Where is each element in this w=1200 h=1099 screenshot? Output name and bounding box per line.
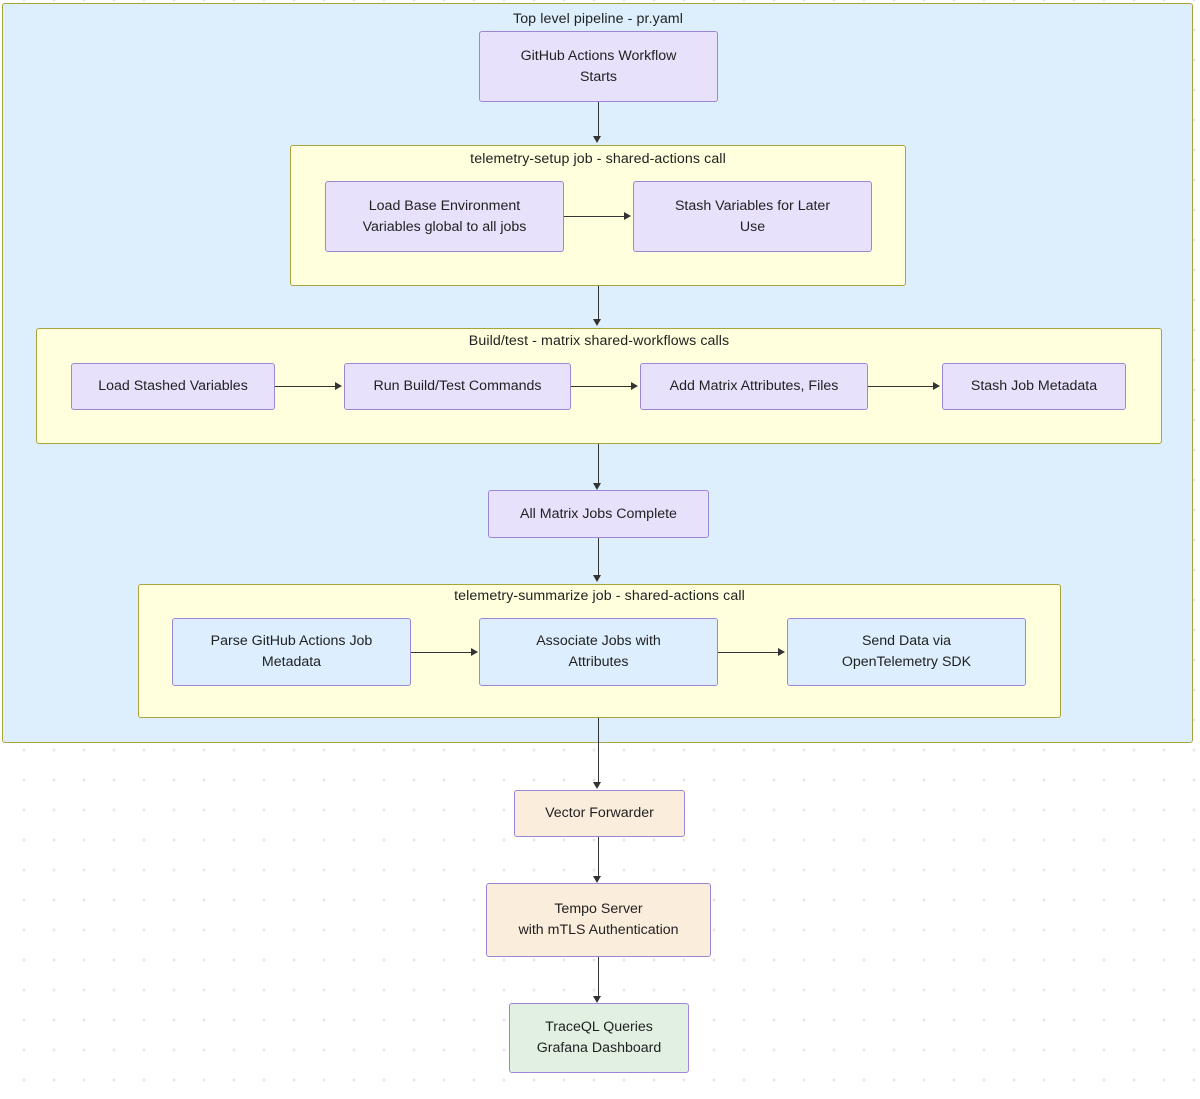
arrowhead-add-matrix-to-stash-job (933, 382, 940, 390)
send-data-otel-line1: Send Data via (861, 633, 952, 650)
arrowhead-telemetry-summarize-to-vector-forwarder (593, 782, 601, 789)
stash-job-metadata-line1: Stash Job Metadata (970, 378, 1098, 395)
edge-associate-to-send-data (718, 652, 779, 654)
node-traceql-queries-grafana-dashboard[interactable]: TraceQL Queries Grafana Dashboard (509, 1003, 689, 1073)
node-tempo-server[interactable]: Tempo Server with mTLS Authentication (486, 883, 711, 957)
node-parse-github-actions-job-metadata[interactable]: Parse GitHub Actions Job Metadata (172, 618, 411, 686)
add-matrix-attrs-line1: Add Matrix Attributes, Files (669, 378, 839, 395)
edge-parse-to-associate (411, 652, 472, 654)
subgraph-label-build-test-matrix: Build/test - matrix shared-workflows cal… (468, 333, 730, 349)
edge-load-stashed-to-run-build (275, 386, 336, 388)
subgraph-label-telemetry-summarize-job: telemetry-summarize job - shared-actions… (454, 588, 745, 604)
edge-telemetry-setup-to-build-test (597, 286, 599, 320)
stash-vars-line2: Use (739, 218, 766, 235)
edge-tempo-server-to-traceql-grafana (597, 957, 599, 997)
workflow-start-line2: Starts (579, 68, 618, 85)
arrowhead-run-build-to-add-matrix (631, 382, 638, 390)
node-all-matrix-jobs-complete[interactable]: All Matrix Jobs Complete (488, 490, 709, 538)
edge-telemetry-summarize-to-vector-forwarder (597, 718, 599, 783)
node-add-matrix-attributes-files[interactable]: Add Matrix Attributes, Files (640, 363, 868, 410)
arrowhead-all-matrix-complete-to-telemetry-summarize (593, 575, 601, 582)
tempo-server-line2: with mTLS Authentication (518, 922, 679, 938)
send-data-otel-line2: OpenTelemetry SDK (841, 654, 972, 670)
load-stashed-vars-line1: Load Stashed Variables (98, 378, 248, 395)
edge-build-test-to-all-matrix-complete (597, 444, 599, 484)
arrowhead-start-to-telemetry-setup (593, 136, 601, 143)
node-stash-variables-for-later-use[interactable]: Stash Variables for Later Use (633, 181, 872, 252)
edge-all-matrix-complete-to-telemetry-summarize (597, 538, 599, 576)
load-base-env-line2: Variables global to all jobs (362, 218, 527, 235)
vector-forwarder-line1: Vector Forwarder (545, 805, 654, 822)
node-stash-job-metadata[interactable]: Stash Job Metadata (942, 363, 1126, 410)
node-run-build-test-commands[interactable]: Run Build/Test Commands (344, 363, 571, 410)
tempo-server-line1: Tempo Server (554, 901, 643, 918)
arrowhead-parse-to-associate (471, 648, 478, 656)
workflow-start-line1: GitHub Actions Workflow (520, 47, 677, 64)
load-base-env-line1: Load Base Environment (368, 197, 521, 214)
parse-job-metadata-line2: Metadata (261, 654, 322, 670)
edge-vector-forwarder-to-tempo-server (597, 837, 599, 877)
traceql-grafana-line1: TraceQL Queries (545, 1019, 653, 1036)
arrowhead-load-base-env-to-stash-vars (624, 212, 631, 220)
traceql-grafana-line2: Grafana Dashboard (536, 1040, 662, 1056)
run-build-test-line1: Run Build/Test Commands (373, 378, 542, 395)
node-load-stashed-variables[interactable]: Load Stashed Variables (71, 363, 275, 410)
arrowhead-associate-to-send-data (778, 648, 785, 656)
arrowhead-tempo-server-to-traceql-grafana (593, 996, 601, 1003)
node-load-base-environment-variables[interactable]: Load Base Environment Variables global t… (325, 181, 564, 252)
edge-start-to-telemetry-setup (597, 102, 599, 137)
edge-run-build-to-add-matrix (571, 386, 632, 388)
associate-jobs-line2: Attributes (568, 654, 629, 670)
node-send-data-via-opentelemetry-sdk[interactable]: Send Data via OpenTelemetry SDK (787, 618, 1026, 686)
arrowhead-build-test-to-all-matrix-complete (593, 483, 601, 490)
all-matrix-complete-line1: All Matrix Jobs Complete (520, 505, 677, 522)
node-vector-forwarder[interactable]: Vector Forwarder (514, 790, 685, 837)
parse-job-metadata-line1: Parse GitHub Actions Job (210, 633, 373, 650)
arrowhead-vector-forwarder-to-tempo-server (593, 876, 601, 883)
node-associate-jobs-with-attributes[interactable]: Associate Jobs with Attributes (479, 618, 718, 686)
edge-load-base-env-to-stash-vars (564, 216, 625, 218)
subgraph-label-top-level-pipeline: Top level pipeline - pr.yaml (513, 11, 683, 27)
arrowhead-load-stashed-to-run-build (335, 382, 342, 390)
arrowhead-telemetry-setup-to-build-test (593, 319, 601, 326)
node-github-actions-workflow-starts-text: GitHub Actions Workflow Starts (479, 31, 718, 102)
associate-jobs-line1: Associate Jobs with (536, 633, 661, 650)
subgraph-label-telemetry-setup-job: telemetry-setup job - shared-actions cal… (470, 151, 726, 167)
stash-vars-line1: Stash Variables for Later (674, 197, 831, 214)
edge-add-matrix-to-stash-job (868, 386, 934, 388)
